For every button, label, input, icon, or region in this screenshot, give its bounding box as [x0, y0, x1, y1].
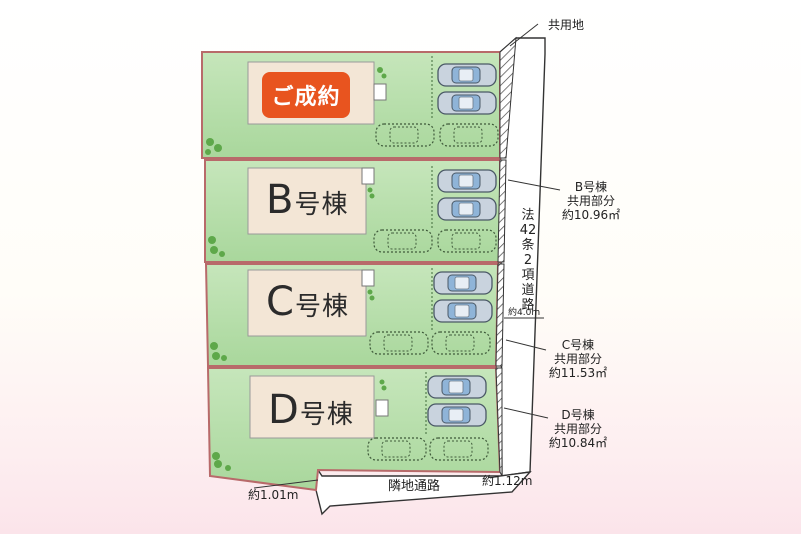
- lot-d-share-title: D号棟: [561, 408, 595, 422]
- leader-lines: [253, 23, 561, 489]
- lot-c-share-sub: 共用部分: [553, 352, 602, 366]
- neighbor-path: [315, 467, 532, 516]
- lot-b-share-label: B号棟 共用部分 約10.96㎡: [556, 180, 626, 222]
- lot-d-suffix: 号棟: [299, 400, 354, 430]
- lot-d-share-area: 約10.84㎡: [548, 436, 608, 450]
- lot-b-suffix: 号棟: [294, 190, 349, 220]
- road-law-char: 項: [521, 268, 535, 283]
- road-width-label: 約4.0m: [508, 308, 541, 318]
- road-law-label: 法 42 条 2 項 道 路: [518, 208, 538, 313]
- lot-b-letter: B: [266, 177, 295, 223]
- lot-b-label: B号棟: [266, 180, 348, 225]
- lot-d[interactable]: [206, 367, 502, 492]
- lot-b[interactable]: [204, 159, 501, 263]
- lot-c-label: C号棟: [266, 282, 349, 327]
- road-law-char: 2: [523, 253, 533, 268]
- lot-d-label: D号棟: [268, 390, 354, 435]
- lot-d-letter: D: [268, 387, 300, 433]
- lot-d-share-label: D号棟 共用部分 約10.84㎡: [540, 408, 616, 450]
- road-law-char: 道: [521, 283, 535, 298]
- shared-land-label: 共用地: [548, 18, 585, 32]
- lot-d-share-sub: 共用部分: [553, 422, 602, 436]
- shared-strips: [495, 36, 517, 477]
- lot-b-share-title: B号棟: [574, 180, 608, 194]
- lot-c-suffix: 号棟: [294, 292, 349, 322]
- lot-b-share-area: 約10.96㎡: [561, 208, 621, 222]
- width-left-label: 約1.01m: [248, 488, 299, 502]
- neighbor-road-label: 隣地通路: [388, 479, 441, 494]
- sold-badge: ご成約: [262, 72, 350, 118]
- lot-c[interactable]: [204, 263, 500, 367]
- road-law-char: 条: [521, 238, 535, 253]
- width-right-label: 約1.12m: [482, 474, 533, 488]
- road-law-char: 法: [521, 208, 535, 223]
- lot-b-share-sub: 共用部分: [566, 194, 615, 208]
- road-law-char: 路: [521, 298, 535, 313]
- lot-c-share-title: C号棟: [561, 338, 595, 352]
- lot-c-share-label: C号棟 共用部分 約11.53㎡: [540, 338, 616, 380]
- lot-c-letter: C: [266, 279, 295, 325]
- lot-c-share-area: 約11.53㎡: [548, 366, 608, 380]
- road-law-char: 42: [519, 223, 537, 238]
